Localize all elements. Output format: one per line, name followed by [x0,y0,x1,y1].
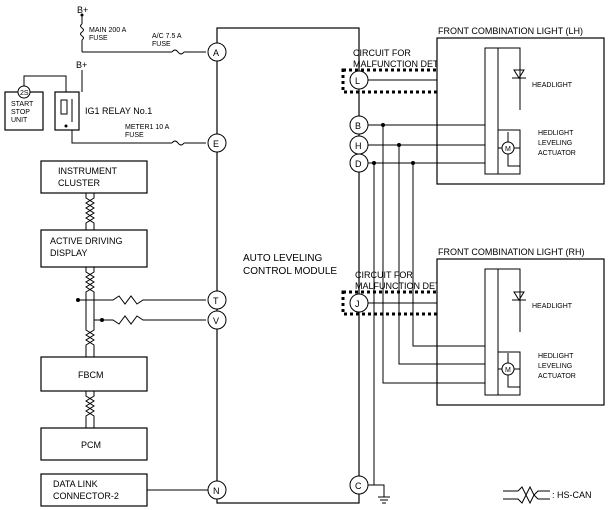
data-link-connector-box [40,473,148,507]
lh-headlight-label: HEADLIGHT [532,82,573,89]
ac-fuse-label-1: A/C 7.5 A [152,33,182,40]
pin-v: V [213,316,219,326]
circuit-label-rh-1: CIRCUIT FOR [355,270,413,280]
relay-label: IG1 RELAY No.1 [85,106,152,116]
lh-actuator-label-1: HEDLIGHT [538,130,574,137]
ac-fuse-label-2: FUSE [152,41,171,48]
rh-connector-block [484,268,499,396]
hs-can-legend: : HS-CAN [503,485,592,505]
lh-connector-block [484,47,499,175]
front-light-rh-title: FRONT COMBINATION LIGHT (RH) [438,247,585,257]
circuit-label-lh-2: MALFUNCTION DETECTION [353,59,473,69]
pin-n: N [213,486,220,496]
meter-fuse-label-1: METER1 10 A [125,124,170,131]
meter-fuse-label-2: FUSE [125,132,144,139]
circuit-label-lh-1: CIRCUIT FOR [353,48,411,58]
auto-leveling-control-module [216,27,360,504]
main-fuse-symbol [80,23,84,41]
b-plus-relay-label: B+ [76,60,87,70]
pcm-label: PCM [81,440,101,450]
lh-motor-symbol: M [505,146,511,153]
fbcm-label: FBCM [78,370,104,380]
pin-a: A [213,48,219,58]
actuator-wiring [368,124,485,485]
dlc-label-2: CONNECTOR-2 [53,491,119,501]
start-stop-label-2: STOP [11,109,30,116]
b-plus-top-label: B+ [77,5,88,15]
meter-fuse-symbol [171,140,185,146]
ac-fuse-symbol [171,49,185,55]
active-driving-display-box [40,229,148,268]
control-module-label-1: AUTO LEVELING [243,253,323,264]
pin-b: B [355,121,361,131]
rh-actuator-label-1: HEDLIGHT [538,353,574,360]
pcm-box [40,427,148,461]
rh-actuator-label-2: LEVELING [538,363,572,370]
front-light-lh-title: FRONT COMBINATION LIGHT (LH) [438,26,583,36]
pin-j: J [355,299,360,309]
lh-actuator-label-3: ACTUATOR [538,150,576,157]
rh-actuator-label-3: ACTUATOR [538,373,576,380]
pin-d: D [355,159,362,169]
pin-h: H [355,141,362,151]
instrument-cluster-label-1: INSTRUMENT [58,166,117,176]
dlc-label-1: DATA LINK [53,479,98,489]
main-fuse-label-2: FUSE [89,35,108,42]
pin-t: T [213,296,219,306]
fbcm-box [40,356,148,392]
start-stop-label-3: UNIT [11,117,28,124]
ground-symbol [378,496,390,504]
start-stop-label-1: START [11,101,34,108]
pin-c: C [355,481,362,491]
active-driving-display-label-1: ACTIVE DRIVING [50,236,123,246]
active-driving-display-label-2: DISPLAY [50,248,87,258]
main-fuse-label-1: MAIN 200 A [89,27,127,34]
lh-actuator-label-2: LEVELING [538,140,572,147]
lh-headlight-lamp [512,69,526,79]
instrument-cluster-box [40,160,148,194]
relay-coil-symbol [60,99,68,115]
control-module-label-2: CONTROL MODULE [243,266,337,277]
instrument-cluster-label-2: CLUSTER [58,178,101,188]
hs-can-twisted-pair [85,193,95,428]
rh-headlight-label: HEADLIGHT [532,303,573,310]
pin-l: L [355,76,360,86]
legend-label: : HS-CAN [552,490,592,500]
rh-headlight-lamp [512,291,526,301]
rh-motor-symbol: M [505,367,511,374]
start-stop-badge: 2S [20,90,29,97]
circuit-label-rh-2: MALFUNCTION DETECTION [355,281,475,291]
pin-e: E [213,139,219,149]
